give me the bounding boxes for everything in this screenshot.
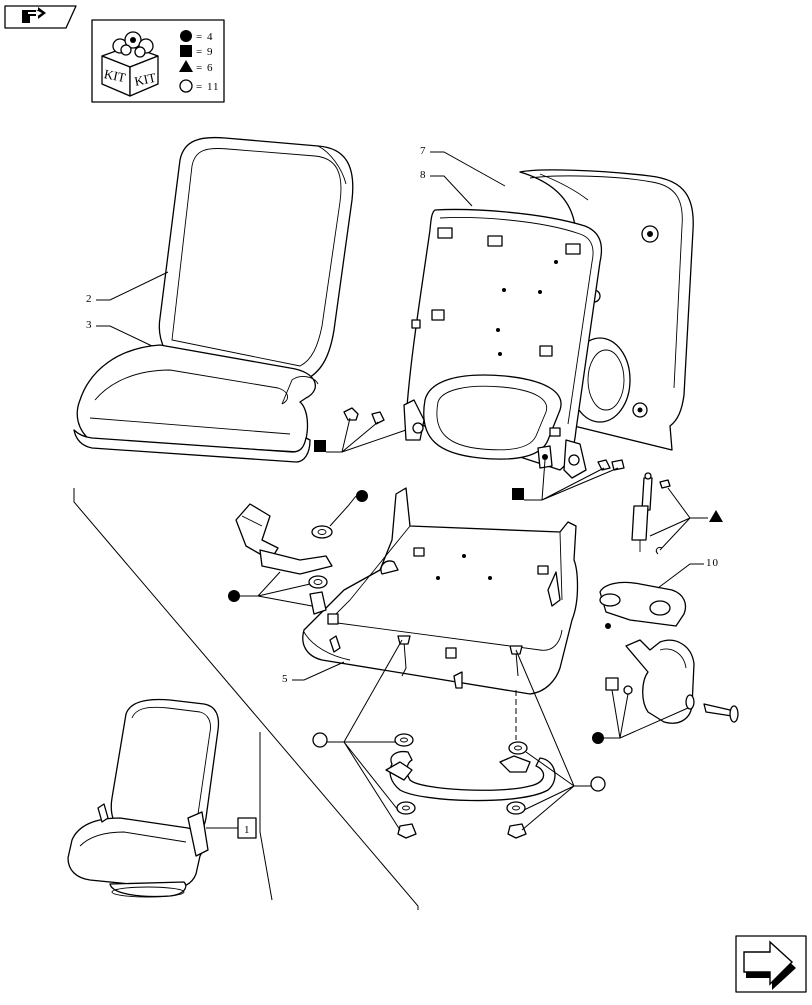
callout-5: 5 (282, 661, 345, 685)
triangle-marker-strut (649, 487, 723, 551)
callout-2-label: 2 (86, 293, 93, 305)
callout-8-label: 8 (420, 169, 427, 181)
callout-3: 3 (86, 319, 153, 347)
next-nav-button[interactable] (735, 935, 807, 993)
kit-box-icon: KIT KIT (101, 31, 159, 97)
square-marker-left (314, 417, 407, 453)
kit-label-right: KIT (133, 70, 157, 89)
circle-outline-marker-left (312, 639, 403, 831)
seat-back-frame (403, 208, 603, 479)
circle-marker-buckle (228, 571, 313, 607)
legend-count-square-filled: = 9 (196, 46, 213, 58)
callout-5-label: 5 (282, 673, 289, 685)
legend-count-triangle-filled: = 6 (196, 62, 213, 74)
next-arrow-icon (743, 940, 796, 990)
hinge-cap (605, 639, 739, 724)
legend-count-circle-filled: = 4 (196, 31, 213, 43)
rear-cover-panel (519, 169, 694, 451)
hinge-bolts (343, 407, 625, 471)
callout-2: 2 (86, 271, 169, 305)
back-arrow-icon (22, 7, 46, 23)
callout-10: 10 (657, 557, 719, 589)
callout-3-label: 3 (86, 319, 93, 331)
pivot-bracket (599, 581, 687, 629)
kit-label-left: KIT (103, 66, 127, 85)
circle-marker-cap (592, 689, 689, 744)
seat-cushion-assembly (73, 136, 354, 463)
triangle-filled-icon (179, 60, 193, 72)
seatbelt-buckle (235, 503, 333, 615)
callout-1-label: 1 (244, 824, 251, 836)
gas-strut (631, 472, 671, 555)
callout-1: 1 (206, 817, 257, 839)
legend-count-circle-outline: = 11 (196, 81, 220, 93)
callout-7-label: 7 (420, 145, 427, 157)
handle-hardware (385, 635, 556, 839)
back-nav-button[interactable] (4, 5, 77, 29)
overview-leader (73, 488, 419, 910)
square-marker-right (512, 459, 619, 501)
square-filled-icon (180, 45, 192, 57)
circle-filled-icon (180, 30, 192, 42)
callout-10-label: 10 (706, 557, 719, 569)
seat-pan (302, 487, 579, 695)
seat-overview (67, 698, 220, 898)
circle-outline-marker-right (515, 649, 606, 831)
kit-legend: KIT KIT = 4 = 9 = 6 = 11 (91, 19, 225, 103)
callout-7: 7 (420, 145, 506, 187)
circle-marker-washer (329, 490, 368, 527)
circle-outline-icon (179, 79, 193, 93)
callout-8: 8 (420, 169, 473, 207)
